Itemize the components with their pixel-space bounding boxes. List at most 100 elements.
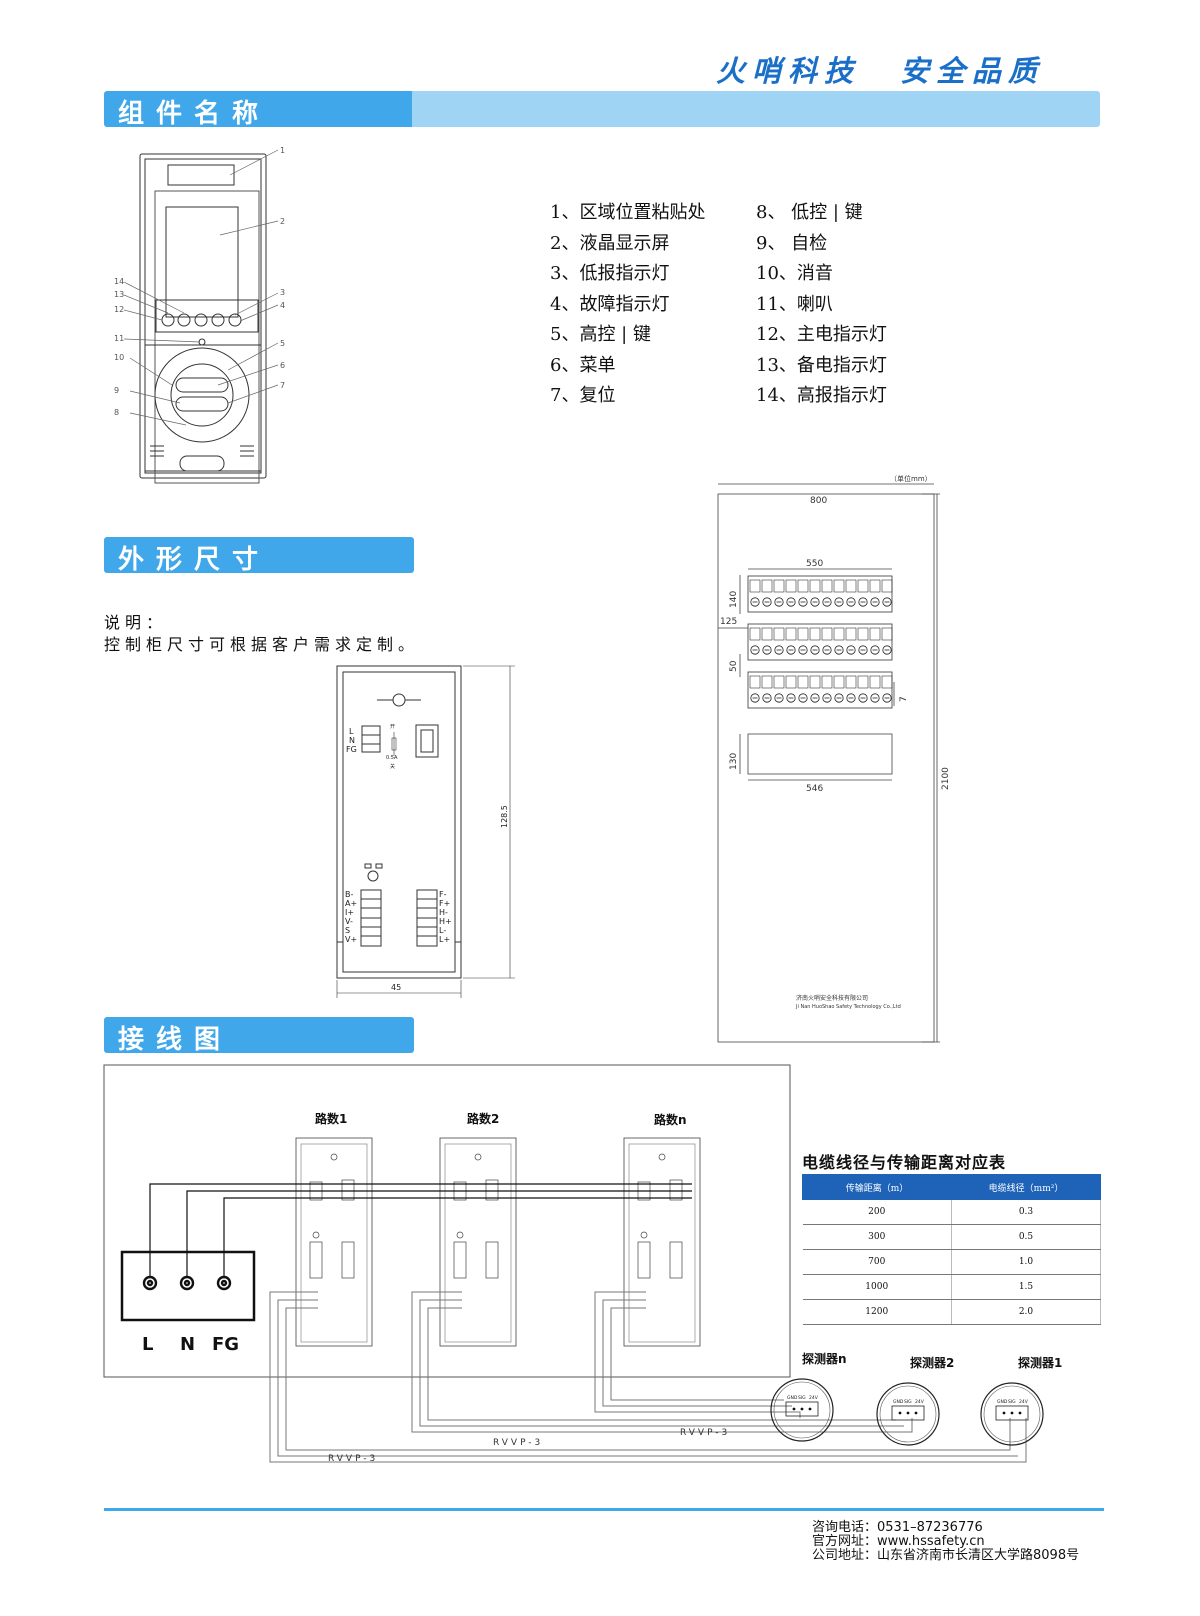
company-en: Ji Nan HuoShao Safety Technology Co.,Ltd (795, 1004, 901, 1010)
section-header-components: 组件名称 (104, 91, 412, 129)
terminal-screw (762, 693, 772, 703)
cabinet-drawing: （单位mm） 800 2100 550 140 125 50 7 130 546… (717, 474, 951, 1043)
switch-on: 开 (390, 724, 395, 730)
terminal-screw (834, 693, 844, 703)
terminal-block (785, 675, 797, 689)
terminal-block (857, 627, 869, 641)
terminal-block (821, 579, 833, 593)
cell: 700 (802, 1249, 952, 1275)
cable-label-3: RVVP-3 (680, 1428, 730, 1438)
term: V- (345, 917, 353, 926)
cable-table-title: 电缆线径与传输距离对应表 (802, 1153, 1007, 1172)
note-title: 说明： (104, 613, 168, 632)
terminal-block (809, 627, 821, 641)
cabinet-width: 800 (810, 496, 827, 506)
width-dimension: 45 (391, 983, 401, 992)
signal-terminal (453, 1241, 467, 1279)
terminal-block (761, 675, 773, 689)
small-dim: 7 (899, 696, 909, 702)
terminal-screw (846, 693, 856, 703)
terminal-screw (798, 693, 808, 703)
terminal-screw (858, 597, 868, 607)
detector-pin (906, 1411, 910, 1415)
detector-body (980, 1382, 1044, 1446)
cable-label-1: RVVP-3 (328, 1454, 378, 1464)
terminal-screw (774, 693, 784, 703)
output-terminal (485, 1241, 499, 1279)
legend-item: 12、主电指示灯 (756, 324, 887, 345)
terminal-block (809, 675, 821, 689)
callout-10: 10 (114, 353, 124, 362)
terminal-screw (882, 597, 892, 607)
terminal-screw (882, 645, 892, 655)
terminal-block (881, 675, 893, 689)
gap-dim: 50 (729, 660, 739, 672)
legend-item: 13、备电指示灯 (756, 354, 887, 376)
switch-fuse: 0.5A (386, 755, 398, 761)
company-cn: 济南火哨安全科技有限公司 (796, 994, 868, 1002)
terminal-block (749, 579, 761, 593)
term: I+ (345, 908, 354, 917)
callout-9: 9 (114, 386, 119, 395)
legend-item: 3、低报指示灯 (550, 263, 670, 284)
terminal-block (869, 675, 881, 689)
box-height: 130 (729, 753, 739, 770)
cell: 2.0 (951, 1299, 1101, 1325)
detector-pin-label: SIG (1008, 1399, 1016, 1405)
callout-14: 14 (114, 277, 124, 286)
legend-item: 11、喇叭 (756, 293, 833, 315)
terminal-block (821, 627, 833, 641)
power-switch (669, 1179, 683, 1201)
section-title: 组件名称 (118, 99, 271, 129)
legend-left: 1、区域位置粘贴处 2、液晶显示屏 3、低报指示灯 4、故障指示灯 5、高控 |… (550, 198, 705, 412)
terminal-screw (786, 645, 796, 655)
channel-device (623, 1137, 701, 1347)
cell: 1.0 (951, 1249, 1101, 1275)
terminal-screw (810, 645, 820, 655)
terminal-screw (798, 645, 808, 655)
terminal-block (749, 627, 761, 641)
terminal-screw (858, 645, 868, 655)
terminal-screw (810, 597, 820, 607)
col-diameter: 电缆线径（mm²） (951, 1174, 1101, 1200)
table-header-row: 传输距离（m） 电缆线径（mm²） (802, 1174, 1101, 1200)
detector-terminal (891, 1405, 925, 1421)
detector-terminal (995, 1405, 1029, 1421)
terminal-screw (834, 597, 844, 607)
terminal-screw (822, 645, 832, 655)
terminal-block (845, 627, 857, 641)
detector-pin (808, 1407, 812, 1411)
terminal-block (809, 579, 821, 593)
left-offset: 125 (720, 617, 737, 627)
term: L+ (439, 935, 450, 944)
callout-4: 4 (280, 301, 285, 310)
callout-8: 8 (114, 408, 119, 417)
terminal-screw (774, 597, 784, 607)
cell: 300 (802, 1224, 952, 1250)
terminal-block (833, 579, 845, 593)
device-indicator (640, 1231, 648, 1239)
terminal-block (773, 579, 785, 593)
channel-device-inner (444, 1143, 512, 1343)
detector-1-label: 探测器1 (1018, 1355, 1062, 1370)
terminal-screw (786, 693, 796, 703)
term: S (345, 926, 350, 935)
slogan-right: 安全品质 (900, 54, 1045, 88)
detector-pin-label: GND (893, 1399, 904, 1405)
height-dimension: 128.5 (500, 805, 509, 828)
callout-2: 2 (280, 217, 285, 226)
section-title: 外形尺寸 (118, 545, 271, 575)
terminal-screw (846, 645, 856, 655)
detector-pin-label: 24V (809, 1395, 819, 1401)
terminal-screw (822, 597, 832, 607)
wiring-diagram: 路数1 路数2 路数n L N FG RVVP-3 RVVP-3 RVVP-3 … (103, 1064, 1062, 1464)
terminal-block (821, 675, 833, 689)
cable-label-2: RVVP-3 (493, 1438, 543, 1448)
terminal-block (749, 675, 761, 689)
terminal-rail (747, 575, 893, 613)
terminal-screw (750, 597, 760, 607)
box-width: 546 (806, 784, 823, 794)
